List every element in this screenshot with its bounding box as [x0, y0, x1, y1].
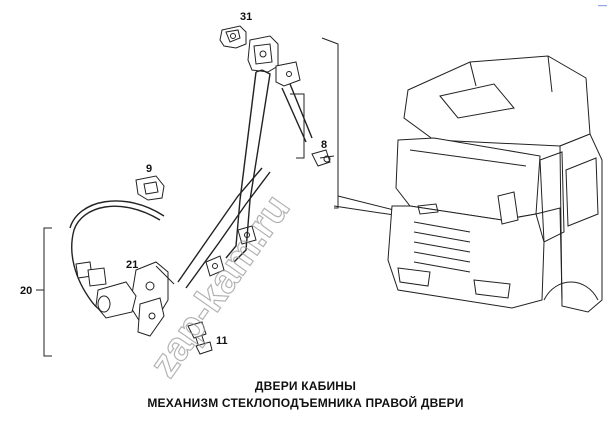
part-8-bolt — [311, 149, 335, 167]
corner-mark: — — [598, 0, 607, 10]
callout-31: 31 — [240, 11, 252, 23]
callout-9: 9 — [146, 163, 152, 175]
part-21-motor — [95, 261, 175, 337]
truck-cab — [387, 55, 603, 313]
upper-rail-bracket — [247, 35, 301, 87]
callout-11: 11 — [216, 335, 228, 347]
part-31-clip — [219, 25, 247, 49]
callout-20: 20 — [20, 285, 32, 297]
regulator-rails — [177, 69, 313, 289]
part-11-screw — [187, 321, 213, 355]
caption-title: ДВЕРИ КАБИНЫ — [254, 379, 357, 393]
caption-subtitle: МЕХАНИЗМ СТЕКЛОПОДЪЕМНИКА ПРАВОЙ ДВЕРИ — [147, 396, 464, 410]
callout-21: 21 — [126, 259, 138, 271]
callout-8: 8 — [321, 139, 327, 151]
part-9-clip — [135, 175, 165, 201]
